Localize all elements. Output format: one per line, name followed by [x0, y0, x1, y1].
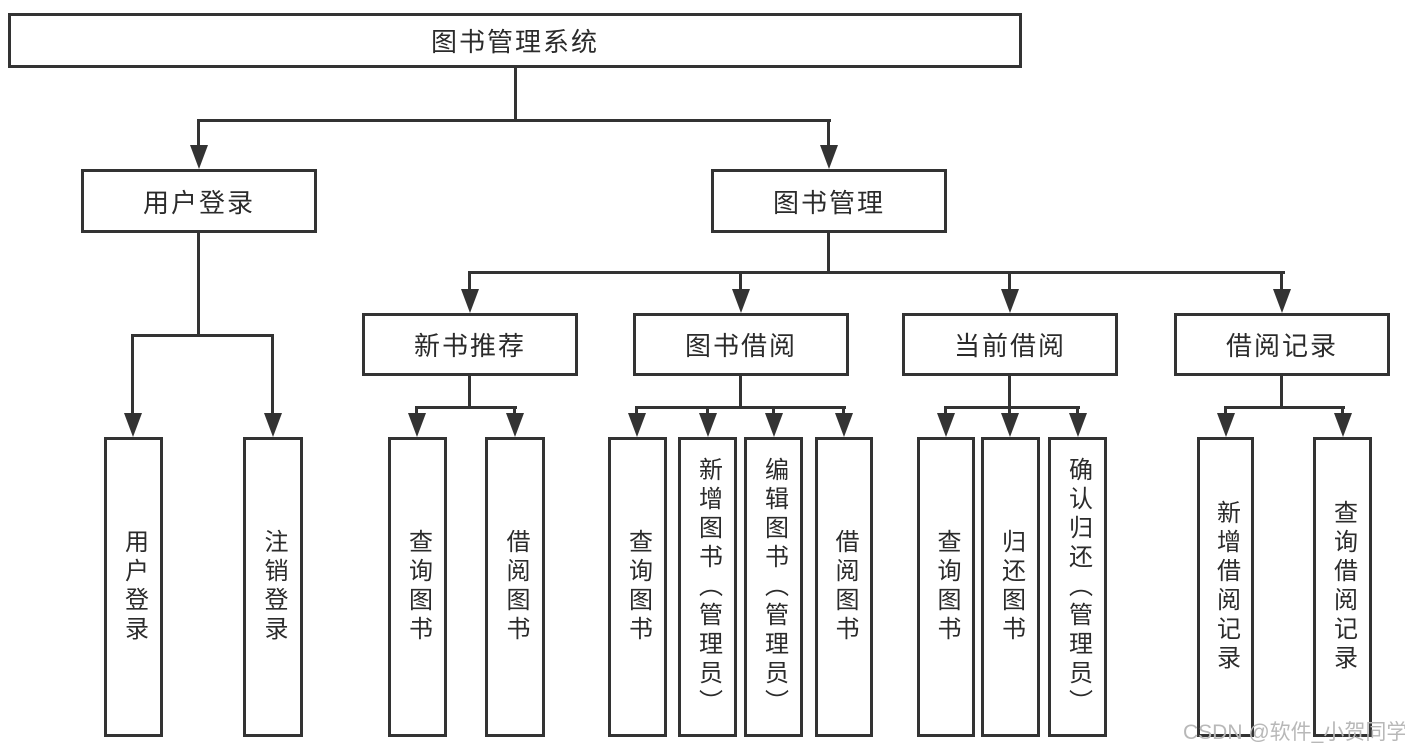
connector-drop [706, 406, 709, 417]
leaf-return-book: 归还图书 [981, 437, 1040, 737]
node-user-login: 用户登录 [81, 169, 317, 233]
arrow-down-icon [765, 413, 783, 437]
connector-drop [772, 406, 775, 417]
connector-drop [1280, 271, 1283, 293]
arrow-down-icon [190, 145, 208, 169]
arrow-down-icon [506, 413, 524, 437]
connector-drop [1224, 406, 1227, 417]
connector-newbook-stub [468, 376, 471, 409]
leaf-borrow-book-1-label: 借阅图书 [502, 529, 529, 645]
connector-rail-userlogin [131, 334, 274, 337]
connector-rail-level2 [468, 271, 1285, 274]
leaf-add-borrow-record-label: 新增借阅记录 [1212, 500, 1240, 674]
leaf-return-book-label: 归还图书 [997, 529, 1025, 645]
arrow-down-icon [1001, 289, 1019, 313]
arrow-down-icon [820, 145, 838, 169]
connector-root-stub [514, 68, 517, 121]
arrow-down-icon [1001, 413, 1019, 437]
leaf-confirm-return-admin: 确认归还（管理员） [1048, 437, 1107, 737]
connector-drop [271, 334, 274, 417]
connector-bookmgmt-stub [827, 233, 830, 274]
node-book-management-label: 图书管理 [772, 187, 885, 218]
leaf-query-book-2: 查询图书 [608, 437, 667, 737]
connector-borrowrecord-stub [1280, 376, 1283, 409]
leaf-user-login: 用户登录 [104, 437, 163, 737]
node-book-borrow-label: 图书借阅 [684, 331, 797, 361]
leaf-add-book-admin: 新增图书（管理员） [678, 437, 737, 737]
connector-drop [635, 406, 638, 417]
arrow-down-icon [835, 413, 853, 437]
connector-rail-bookborrow [635, 406, 846, 409]
leaf-query-borrow-record: 查询借阅记录 [1313, 437, 1372, 737]
connector-drop [131, 334, 134, 417]
leaf-user-login-label: 用户登录 [120, 529, 148, 645]
node-book-management: 图书管理 [711, 169, 947, 233]
arrow-down-icon [264, 413, 282, 437]
node-borrow-record: 借阅记录 [1174, 313, 1390, 376]
leaf-borrow-book-2: 借阅图书 [815, 437, 873, 737]
connector-drop [1008, 406, 1011, 417]
connector-drop [842, 406, 845, 417]
connector-drop [1076, 406, 1079, 417]
node-user-login-label: 用户登录 [142, 187, 255, 218]
leaf-query-borrow-record-label: 查询借阅记录 [1329, 500, 1357, 674]
connector-drop [513, 406, 516, 417]
arrow-down-icon [461, 289, 479, 313]
node-root-label: 图书管理系统 [430, 27, 599, 57]
connector-rail-level1 [197, 119, 831, 122]
connector-bookborrow-stub [739, 376, 742, 409]
arrow-down-icon [1069, 413, 1087, 437]
node-new-book-recommend-label: 新书推荐 [413, 331, 526, 361]
arrow-down-icon [1217, 413, 1235, 437]
leaf-add-book-admin-label: 新增图书（管理员） [694, 456, 722, 718]
connector-rail-newbook [415, 406, 517, 409]
connector-drop [468, 271, 471, 293]
connector-userlogin-stub [197, 233, 200, 337]
leaf-add-borrow-record: 新增借阅记录 [1197, 437, 1254, 737]
node-root: 图书管理系统 [8, 13, 1022, 68]
node-new-book-recommend: 新书推荐 [362, 313, 578, 376]
connector-drop [415, 406, 418, 417]
node-current-borrow: 当前借阅 [902, 313, 1118, 376]
arrow-down-icon [408, 413, 426, 437]
node-current-borrow-label: 当前借阅 [953, 331, 1066, 361]
arrow-down-icon [1334, 413, 1352, 437]
leaf-query-book-1-label: 查询图书 [404, 529, 432, 645]
arrow-down-icon [699, 413, 717, 437]
leaf-query-book-3-label: 查询图书 [933, 529, 960, 645]
leaf-logout-label: 注销登录 [260, 529, 287, 645]
connector-drop [739, 271, 742, 293]
connector-drop [1341, 406, 1344, 417]
arrow-down-icon [628, 413, 646, 437]
leaf-edit-book-admin-label: 编辑图书（管理员） [760, 456, 788, 718]
leaf-query-book-1: 查询图书 [388, 437, 447, 737]
connector-drop [1008, 271, 1011, 293]
arrow-down-icon [124, 413, 142, 437]
leaf-query-book-2-label: 查询图书 [624, 529, 652, 645]
leaf-edit-book-admin: 编辑图书（管理员） [744, 437, 803, 737]
arrow-down-icon [1273, 289, 1291, 313]
csdn-watermark: CSDN @软件_小贺同学 [1183, 721, 1405, 744]
leaf-borrow-book-2-label: 借阅图书 [831, 529, 858, 645]
connector-currentborrow-stub [1008, 376, 1011, 409]
node-book-borrow: 图书借阅 [633, 313, 849, 376]
connector-drop [827, 119, 830, 149]
leaf-confirm-return-admin-label: 确认归还（管理员） [1064, 456, 1092, 718]
leaf-query-book-3: 查询图书 [917, 437, 975, 737]
connector-rail-currentborrow [944, 406, 1080, 409]
connector-rail-borrowrecord [1224, 406, 1345, 409]
connector-drop [944, 406, 947, 417]
leaf-logout: 注销登录 [243, 437, 303, 737]
arrow-down-icon [732, 289, 750, 313]
connector-drop [197, 119, 200, 149]
leaf-borrow-book-1: 借阅图书 [485, 437, 545, 737]
arrow-down-icon [937, 413, 955, 437]
node-borrow-record-label: 借阅记录 [1225, 331, 1338, 361]
